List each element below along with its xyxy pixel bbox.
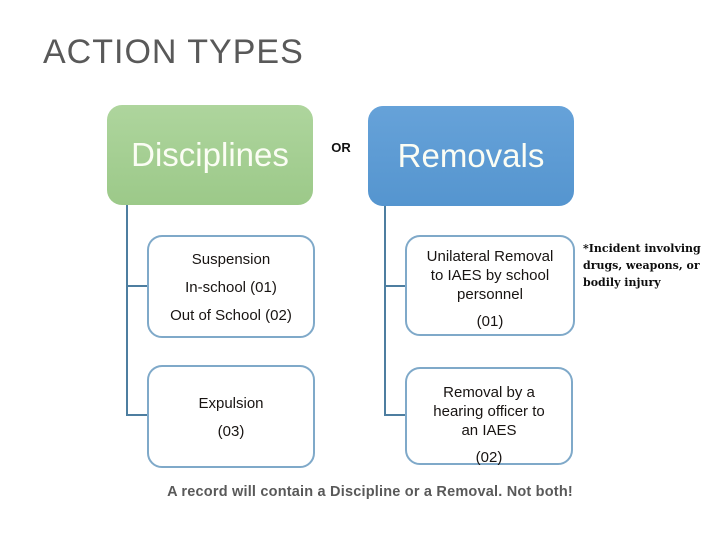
hearing-code: (02) [475, 449, 503, 466]
incident-note-line-3: bodily injury [583, 276, 661, 289]
left-connector-stub-top [126, 285, 148, 287]
slide-title: ACTION TYPES [43, 33, 304, 71]
hearing-line-3: an IAES [461, 422, 517, 439]
left-connector-vertical [126, 205, 128, 416]
unilateral-removal-child-box: Unilateral Removal to IAES by school per… [405, 235, 575, 336]
removals-label: Removals [397, 137, 545, 174]
suspension-line-2: In-school (01) [185, 279, 277, 296]
suspension-child-box: Suspension In-school (01) Out of School … [147, 235, 315, 338]
expulsion-line-2: (03) [217, 423, 245, 440]
or-connector-label: OR [331, 140, 351, 155]
expulsion-child-box: Expulsion (03) [147, 365, 315, 468]
suspension-line-1: Suspension [191, 251, 271, 268]
hearing-line-2: hearing officer to [433, 403, 545, 420]
right-connector-stub-top [384, 285, 406, 287]
unilateral-code: (01) [476, 313, 504, 330]
hearing-line-1: Removal by a [443, 384, 535, 401]
unilateral-line-2: to IAES by school [430, 267, 550, 284]
incident-note: *Incident involving drugs, weapons, or b… [583, 240, 707, 291]
right-connector-vertical [384, 206, 386, 416]
disciplines-label: Disciplines [131, 136, 289, 173]
left-connector-stub-bottom [126, 414, 148, 416]
unilateral-line-3: personnel [457, 286, 523, 303]
expulsion-line-1: Expulsion [198, 395, 264, 412]
hearing-officer-child-box: Removal by a hearing officer to an IAES … [405, 367, 573, 466]
disciplines-parent-box: Disciplines [107, 105, 313, 205]
footer-statement: A record will contain a Discipline or a … [167, 484, 573, 500]
right-connector-stub-bottom [384, 414, 406, 416]
suspension-line-3: Out of School (02) [170, 307, 292, 324]
unilateral-line-1: Unilateral Removal [426, 248, 554, 265]
incident-note-line-2: drugs, weapons, or [583, 259, 700, 272]
incident-note-line-1: *Incident involving [583, 242, 701, 255]
removals-parent-box: Removals [368, 106, 574, 206]
